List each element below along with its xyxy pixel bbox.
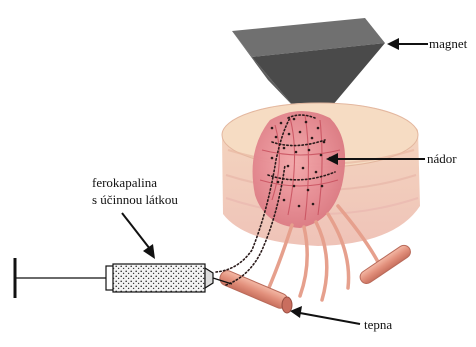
syringe bbox=[15, 258, 232, 298]
syringe-tip bbox=[205, 268, 213, 288]
magnet-arrow bbox=[387, 38, 428, 50]
magnet-label: magnet bbox=[429, 36, 467, 51]
artery-left bbox=[218, 268, 292, 313]
artery-arrow bbox=[290, 306, 360, 324]
ferrofluid-arrow bbox=[122, 213, 155, 259]
artery-right bbox=[358, 243, 413, 286]
syringe-barrel bbox=[113, 264, 205, 292]
artery-label: tepna bbox=[364, 317, 392, 332]
ferrofluid-label-line1: ferokapalina bbox=[92, 175, 157, 190]
ferrofluid-label-line2: s účinnou látkou bbox=[92, 192, 178, 207]
magnet bbox=[232, 18, 385, 108]
tumor-label: nádor bbox=[427, 151, 457, 166]
